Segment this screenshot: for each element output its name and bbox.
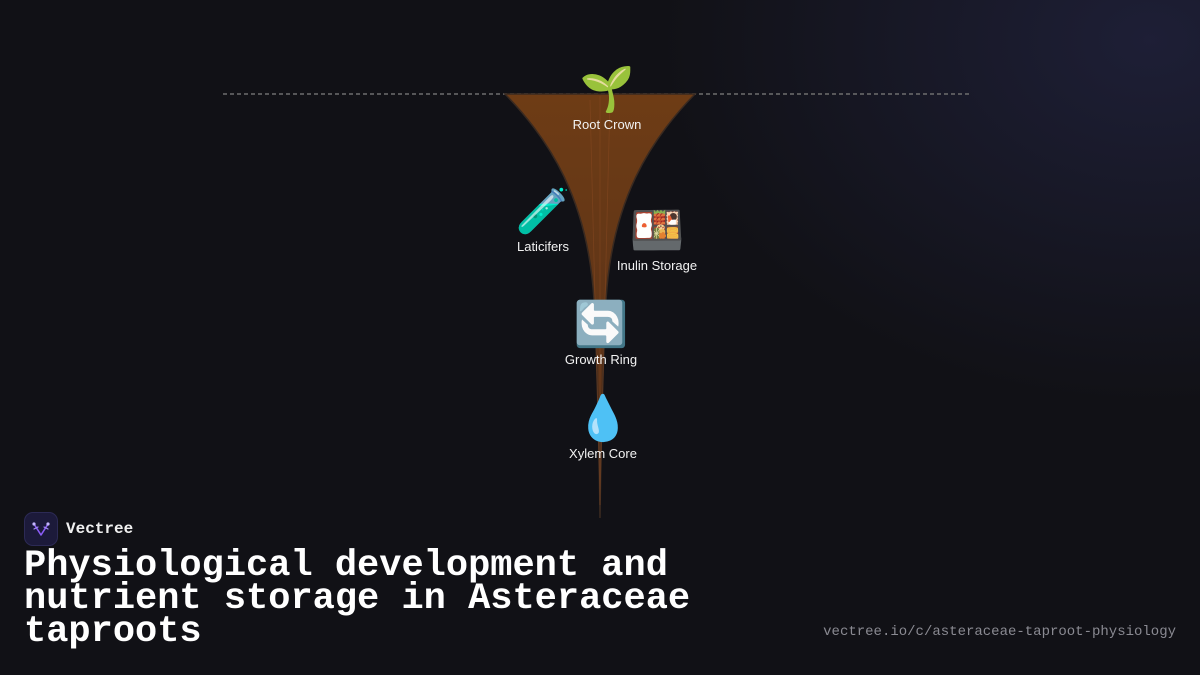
- node-label: Root Crown: [572, 117, 642, 132]
- seedling-icon: 🌱: [579, 65, 635, 114]
- test-tube-icon: 🧪: [515, 187, 571, 236]
- cycle-arrows-icon: 🔄: [573, 300, 629, 349]
- bento-box-icon: 🍱: [629, 206, 685, 255]
- vectree-logo-icon: [24, 512, 58, 546]
- node-label: Growth Ring: [564, 352, 638, 367]
- source-url: vectree.io/c/asteraceae-taproot-physiolo…: [823, 624, 1176, 640]
- droplet-icon: 💧: [575, 394, 631, 443]
- node-xylem-core: 💧 Xylem Core: [528, 394, 678, 461]
- brand-name: Vectree: [66, 520, 134, 538]
- node-growth-ring: 🔄 Growth Ring: [526, 300, 676, 367]
- node-laticifers: 🧪 Laticifers: [468, 187, 618, 254]
- root-fibers: [589, 96, 611, 505]
- node-inulin-storage: 🍱 Inulin Storage: [582, 206, 732, 273]
- page-title: Physiological development and nutrient s…: [24, 545, 691, 653]
- node-label: Xylem Core: [569, 446, 637, 461]
- taproot-diagram: [223, 93, 972, 519]
- node-label: Laticifers: [516, 239, 570, 254]
- brand: Vectree: [24, 512, 133, 546]
- node-root-crown: 🌱 Root Crown: [532, 65, 682, 132]
- node-label: Inulin Storage: [616, 258, 698, 273]
